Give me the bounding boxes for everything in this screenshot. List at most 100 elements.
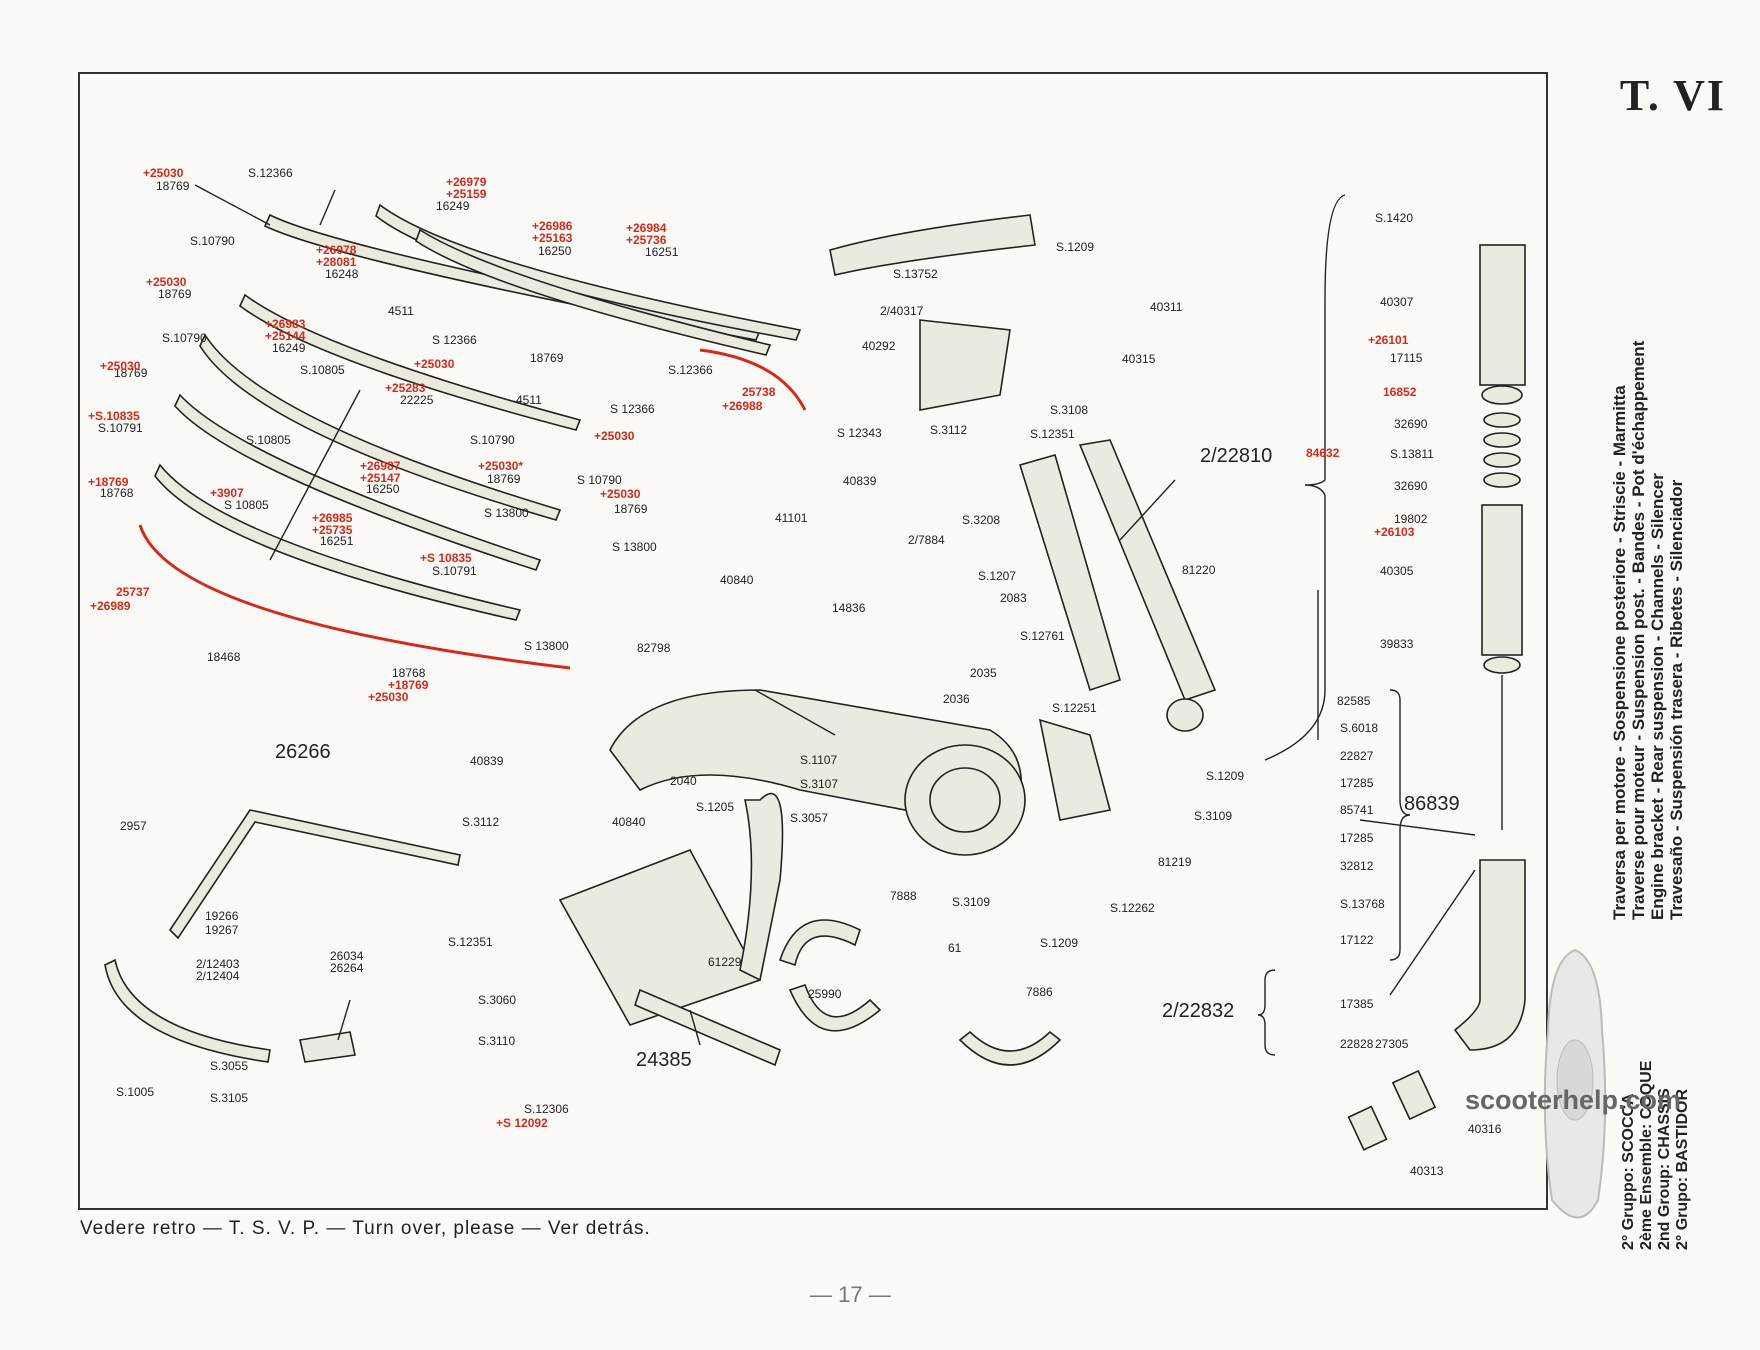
bracket-22832 xyxy=(1257,969,1276,1056)
label: S.12366 xyxy=(668,363,713,377)
label: 32812 xyxy=(1340,859,1374,873)
label-big: 86839 xyxy=(1404,793,1460,815)
label-big: 2/22832 xyxy=(1162,1000,1234,1022)
brake-shoes xyxy=(778,919,1062,1066)
channel-strips xyxy=(138,203,807,670)
caption-line-fr: Traverse pour moteur - Suspension post. … xyxy=(1629,340,1648,920)
red-label: +28081 xyxy=(316,255,357,269)
bracket-86839 xyxy=(1389,689,1411,961)
label: 2/12404 xyxy=(196,969,240,983)
label: 18768 xyxy=(392,666,426,680)
rear-frame-rod xyxy=(104,809,461,1063)
label: 16251 xyxy=(320,534,354,548)
label: 16250 xyxy=(366,482,400,496)
label: 40313 xyxy=(1410,1164,1444,1178)
red-label: +S 10835 xyxy=(420,551,472,565)
label: 2/40317 xyxy=(880,304,924,318)
label: S.1209 xyxy=(1056,240,1094,254)
label: 17285 xyxy=(1340,776,1374,790)
label: 18769 xyxy=(156,179,190,193)
assembly-labels: 26266 2/22810 86839 2/22832 xyxy=(275,445,1460,1022)
watermark-text: scooterhelp.com xyxy=(1465,1085,1682,1115)
label: S.12366 xyxy=(248,166,293,180)
label: S.3208 xyxy=(962,513,1000,527)
caption-line-es: Travesaño - Suspensión trasera - Ribetes… xyxy=(1667,479,1686,920)
label: 18769 xyxy=(487,472,521,486)
label: 7888 xyxy=(890,889,917,903)
red-label: +25030 xyxy=(414,357,455,371)
label: 40316 xyxy=(1468,1122,1502,1136)
label: 19267 xyxy=(205,923,239,937)
label: S.13768 xyxy=(1340,897,1385,911)
label: S.13811 xyxy=(1390,447,1434,461)
label: 61 xyxy=(948,941,962,955)
red-label: +26988 xyxy=(722,399,763,413)
plate-number: T. VI xyxy=(1619,71,1726,120)
red-label: +26986 xyxy=(532,219,573,233)
label: S.1205 xyxy=(696,800,734,814)
red-label: +25163 xyxy=(532,231,573,245)
label: 16250 xyxy=(538,244,572,258)
label: S.3055 xyxy=(210,1059,248,1073)
red-label: 16852 xyxy=(1383,385,1417,399)
red-label: +25030 xyxy=(600,487,641,501)
label: 19266 xyxy=(205,909,239,923)
label: 2040 xyxy=(670,774,697,788)
red-label: +S 12092 xyxy=(496,1116,548,1130)
label: 26034 xyxy=(330,949,364,963)
label: 26264 xyxy=(330,961,364,975)
label: 18769 xyxy=(530,351,564,365)
label: 16251 xyxy=(645,245,679,259)
label: S.12306 xyxy=(524,1102,569,1116)
label: 2035 xyxy=(970,666,997,680)
label: S.3105 xyxy=(210,1091,248,1105)
red-label: +26987 xyxy=(360,459,401,473)
label: S.3112 xyxy=(930,423,967,437)
red-label: +26983 xyxy=(265,317,306,331)
label: 16248 xyxy=(325,267,359,281)
label: 19802 xyxy=(1394,512,1428,526)
red-label: +25144 xyxy=(265,329,306,343)
label: S.13752 xyxy=(893,267,938,281)
page-number: — 17 — xyxy=(810,1282,891,1307)
label: S.6018 xyxy=(1340,721,1378,735)
label: S 12343 xyxy=(837,426,882,440)
label: S.10791 xyxy=(432,564,477,578)
label: 82585 xyxy=(1337,694,1371,708)
label: S.3109 xyxy=(1194,809,1232,823)
label: 40311 xyxy=(1150,300,1183,314)
red-label: +26978 xyxy=(316,243,357,257)
red-label: 25738 xyxy=(742,385,776,399)
red-label: 25737 xyxy=(116,585,150,599)
label: S.3110 xyxy=(478,1034,515,1048)
label: S 10805 xyxy=(224,498,269,512)
label: 22827 xyxy=(1340,749,1374,763)
label: S.10790 xyxy=(470,433,515,447)
label: 22828 xyxy=(1340,1037,1374,1051)
label: S.1209 xyxy=(1206,769,1244,783)
label: S.1005 xyxy=(116,1085,154,1099)
label: 27305 xyxy=(1375,1037,1409,1051)
label: 22225 xyxy=(400,393,434,407)
label: 81220 xyxy=(1182,563,1216,577)
red-label: +26984 xyxy=(626,221,667,235)
label: S.10805 xyxy=(246,433,291,447)
label: 40307 xyxy=(1380,295,1414,309)
red-label: +26103 xyxy=(1374,525,1415,539)
red-label: +26989 xyxy=(90,599,131,613)
label: 2957 xyxy=(120,819,147,833)
red-label: +18769 xyxy=(388,678,429,692)
label: 16249 xyxy=(272,341,306,355)
red-strip-25737 xyxy=(138,524,571,670)
label: 82798 xyxy=(637,641,671,655)
label: 18468 xyxy=(207,650,241,664)
label: 18769 xyxy=(114,366,148,380)
label: 17122 xyxy=(1340,933,1374,947)
label: S.1107 xyxy=(800,753,837,767)
label-big: 26266 xyxy=(275,741,331,763)
damper-column xyxy=(1317,244,1526,1151)
red-label: +25030* xyxy=(478,459,523,473)
label: S 10790 xyxy=(577,473,622,487)
red-label: +25030 xyxy=(100,359,141,373)
